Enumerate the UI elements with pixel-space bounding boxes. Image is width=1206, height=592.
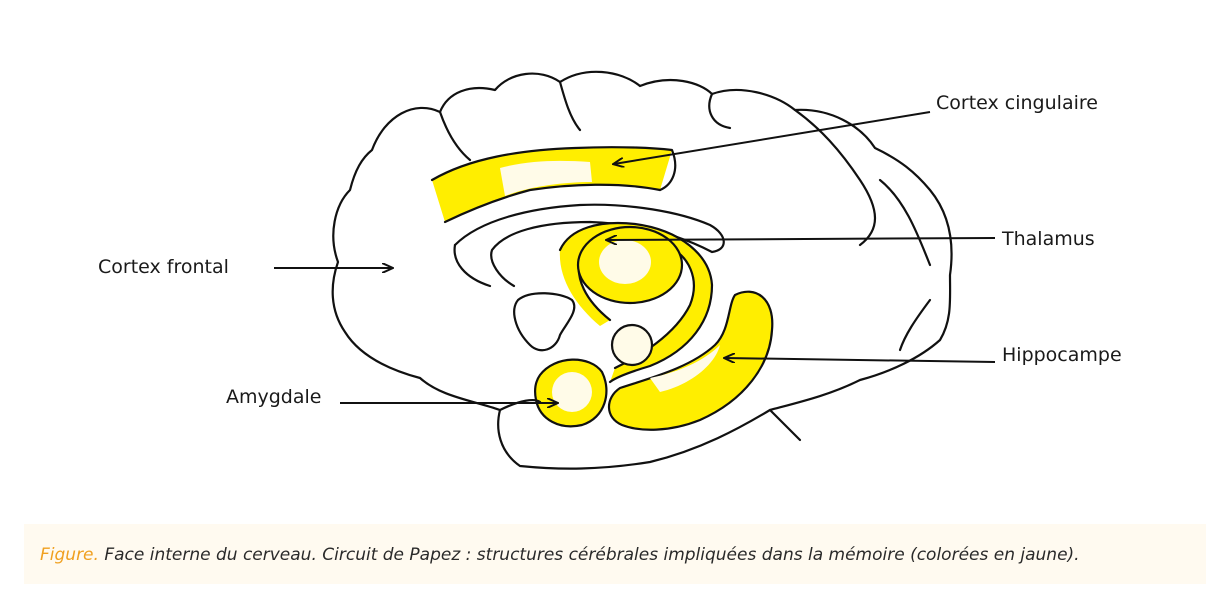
- amygdala-light: [552, 372, 592, 412]
- thalamus-light: [599, 240, 651, 284]
- label-hippocampe: Hippocampe: [1002, 344, 1122, 366]
- caption-figure-word: Figure.: [40, 545, 99, 565]
- label-amygdale: Amygdale: [226, 386, 321, 408]
- label-thalamus: Thalamus: [1001, 228, 1095, 250]
- figure-caption: Figure. Face interne du cerveau. Circuit…: [40, 545, 1080, 565]
- caption-text: Face interne du cerveau. Circuit de Pape…: [99, 545, 1080, 565]
- label-cortex-frontal: Cortex frontal: [98, 256, 229, 278]
- mammillary-body: [612, 325, 652, 365]
- brainstem-curve: [770, 410, 800, 440]
- label-cortex-cingulaire: Cortex cingulaire: [936, 92, 1098, 114]
